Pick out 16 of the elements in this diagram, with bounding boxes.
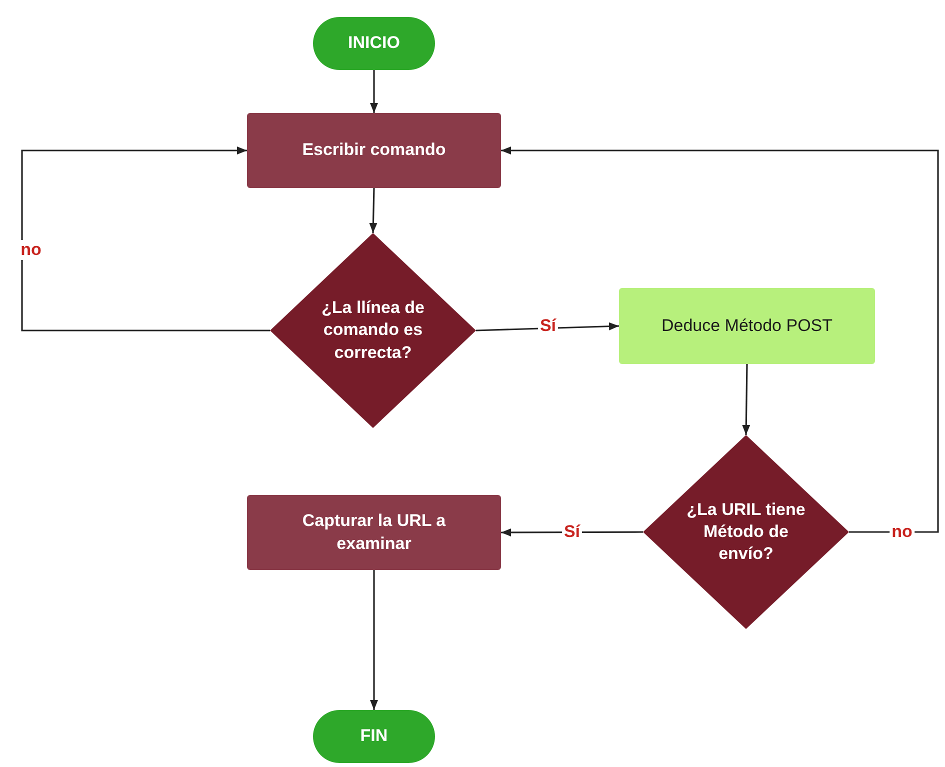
decision-diamond: ¿La URIL tiene Método de envío? <box>643 435 849 629</box>
arrow <box>370 570 378 710</box>
process-box: Capturar la URL a examinar <box>247 495 501 570</box>
process-box: Deduce Método POST <box>619 288 875 364</box>
arrow <box>501 528 643 536</box>
arrow <box>476 322 620 332</box>
start-terminal: INICIO <box>313 17 435 70</box>
process-box: Escribir comando <box>247 113 501 188</box>
arrow <box>370 70 378 113</box>
arrow <box>21 146 270 332</box>
decision-diamond: ¿La llínea de comando es correcta? <box>270 233 476 428</box>
edge-label: no <box>18 240 44 260</box>
arrow <box>369 188 378 234</box>
arrow <box>501 146 939 533</box>
arrow <box>742 364 750 436</box>
end-terminal: FIN <box>313 710 435 763</box>
